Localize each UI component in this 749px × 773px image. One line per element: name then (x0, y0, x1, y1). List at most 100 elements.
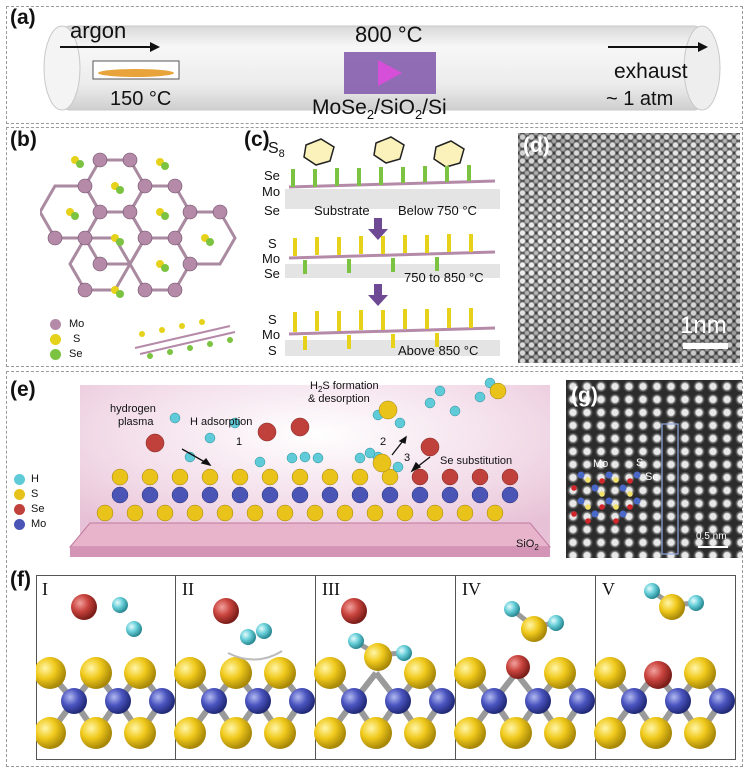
s8-label: S8 (268, 140, 285, 160)
arrow-down-1 (368, 218, 388, 240)
s8-sub: 8 (278, 148, 285, 161)
panel-efg-frame (6, 371, 743, 767)
g-se-label: Se (645, 471, 659, 483)
low-temp-label: 150 °C (110, 88, 172, 110)
step-1-label: 1 (236, 436, 243, 448)
panel-b-legend-s: S (50, 333, 80, 345)
mo-e-legend-label: Mo (31, 518, 47, 530)
row3-temp: Above 850 °C (398, 343, 479, 358)
row2-layer-mid: Mo (262, 251, 281, 266)
g-scalebar (698, 546, 728, 548)
stem-d-scalebar (683, 343, 728, 349)
exhaust-arrow (608, 42, 708, 52)
mo-swatch (50, 318, 61, 330)
sample-substrate (344, 52, 436, 94)
argon-arrow (60, 42, 160, 52)
h2s-label: H2S formation (310, 380, 379, 394)
s-legend-label: S (73, 333, 81, 345)
panel-g-label: (g) (571, 384, 598, 407)
row2-layer-top: S (268, 236, 277, 251)
panel-b-legend-mo: Mo (50, 318, 84, 330)
se-e-legend-label: Se (31, 503, 45, 515)
se-e-swatch (14, 503, 25, 515)
panel-a-label: (a) (10, 6, 36, 29)
row2-layer-bot: Se (264, 266, 280, 281)
e-legend-s: S (14, 488, 38, 500)
stage-3-label: III (322, 579, 340, 599)
hexagonal-lattice-top-view (40, 152, 237, 298)
h-legend-label: H (31, 473, 39, 485)
g-scalebar-label: 0.5 nm (696, 531, 727, 542)
row3-layer-bot: S (268, 343, 277, 358)
row1-temp: Below 750 °C (398, 203, 477, 218)
stem-image-g (566, 380, 742, 558)
sulfur-boat (92, 60, 180, 80)
sio2-main: SiO (516, 538, 535, 550)
exhaust-label: exhaust (614, 60, 688, 83)
plasma-process-scene (68, 377, 552, 557)
s8-rings (303, 136, 465, 168)
h2s-formation: S formation (322, 380, 379, 392)
e-legend-h: H (14, 473, 39, 485)
row1-layer-mid: Mo (262, 184, 281, 199)
row1-layer-bot: Se (264, 203, 280, 218)
s-e-legend-label: S (31, 488, 39, 500)
row3-layer-mid: Mo (262, 327, 281, 342)
h2s-h: H (310, 380, 318, 392)
sio2-sub: 2 (534, 543, 539, 553)
panel-a-frame (6, 6, 743, 124)
sample-label: MoSe2/SiO2/Si (312, 96, 447, 122)
stem-image-d (518, 133, 740, 363)
s8-main: S (268, 140, 279, 157)
stage-5-label: V (602, 579, 615, 599)
row1-substrate: Substrate (314, 203, 370, 218)
sample-label-part3: /Si (422, 96, 447, 119)
stage-4-label: IV (462, 579, 481, 599)
stage-1-label: I (42, 579, 48, 599)
stem-d-scalebar-label: 1nm (680, 312, 727, 339)
se-swatch (50, 348, 61, 360)
row1-layer-top: Se (264, 168, 280, 183)
s-swatch (50, 333, 61, 345)
panel-b-label: (b) (10, 128, 37, 151)
stage-atoms (36, 583, 736, 760)
desorption-label: & desorption (308, 393, 370, 405)
e-legend-mo: Mo (14, 518, 46, 530)
mo-legend-label: Mo (69, 318, 85, 330)
s-e-swatch (14, 488, 25, 500)
row3-structure (285, 308, 500, 356)
step-2-label: 2 (380, 436, 387, 448)
e-legend-se: Se (14, 503, 44, 515)
h2s-sub: 2 (317, 385, 323, 395)
se-legend-label: Se (69, 348, 83, 360)
se-substitution-label: Se substitution (440, 455, 513, 467)
g-atom-overlay (571, 423, 679, 555)
plasma-label-2: plasma (118, 416, 154, 428)
high-temp-label: 800 °C (355, 22, 423, 47)
argon-label: argon (70, 18, 127, 43)
row2-temp: 750 to 850 °C (404, 270, 484, 285)
g-s-label: S (636, 457, 644, 469)
panel-e-label: (e) (10, 378, 36, 401)
row1-structure (285, 165, 500, 209)
panel-bcd-frame (6, 127, 743, 367)
h-swatch (14, 473, 25, 485)
g-mo-label: Mo (593, 458, 609, 470)
step-3-label: 3 (404, 452, 411, 464)
panel-c-label: (c) (244, 128, 270, 151)
arrow-down-2 (368, 284, 388, 306)
sample-label-sub1: 2 (366, 107, 375, 123)
sample-label-sub2: 2 (414, 107, 423, 123)
mo-e-swatch (14, 518, 25, 530)
panel-b-legend-se: Se (50, 348, 82, 360)
row2-structure (285, 234, 500, 278)
stage-2-label: II (182, 579, 194, 599)
h-adsorption-label: H adsorption (190, 416, 253, 428)
stage-5: V (596, 575, 736, 760)
lattice-side-view (134, 319, 236, 359)
sio2-label: SiO2 (516, 538, 539, 552)
plasma-label-1: hydrogen (110, 403, 156, 415)
sample-label-part2: /SiO (374, 96, 415, 119)
pressure-label: ~ 1 atm (606, 88, 674, 110)
row3-layer-top: S (268, 312, 277, 327)
